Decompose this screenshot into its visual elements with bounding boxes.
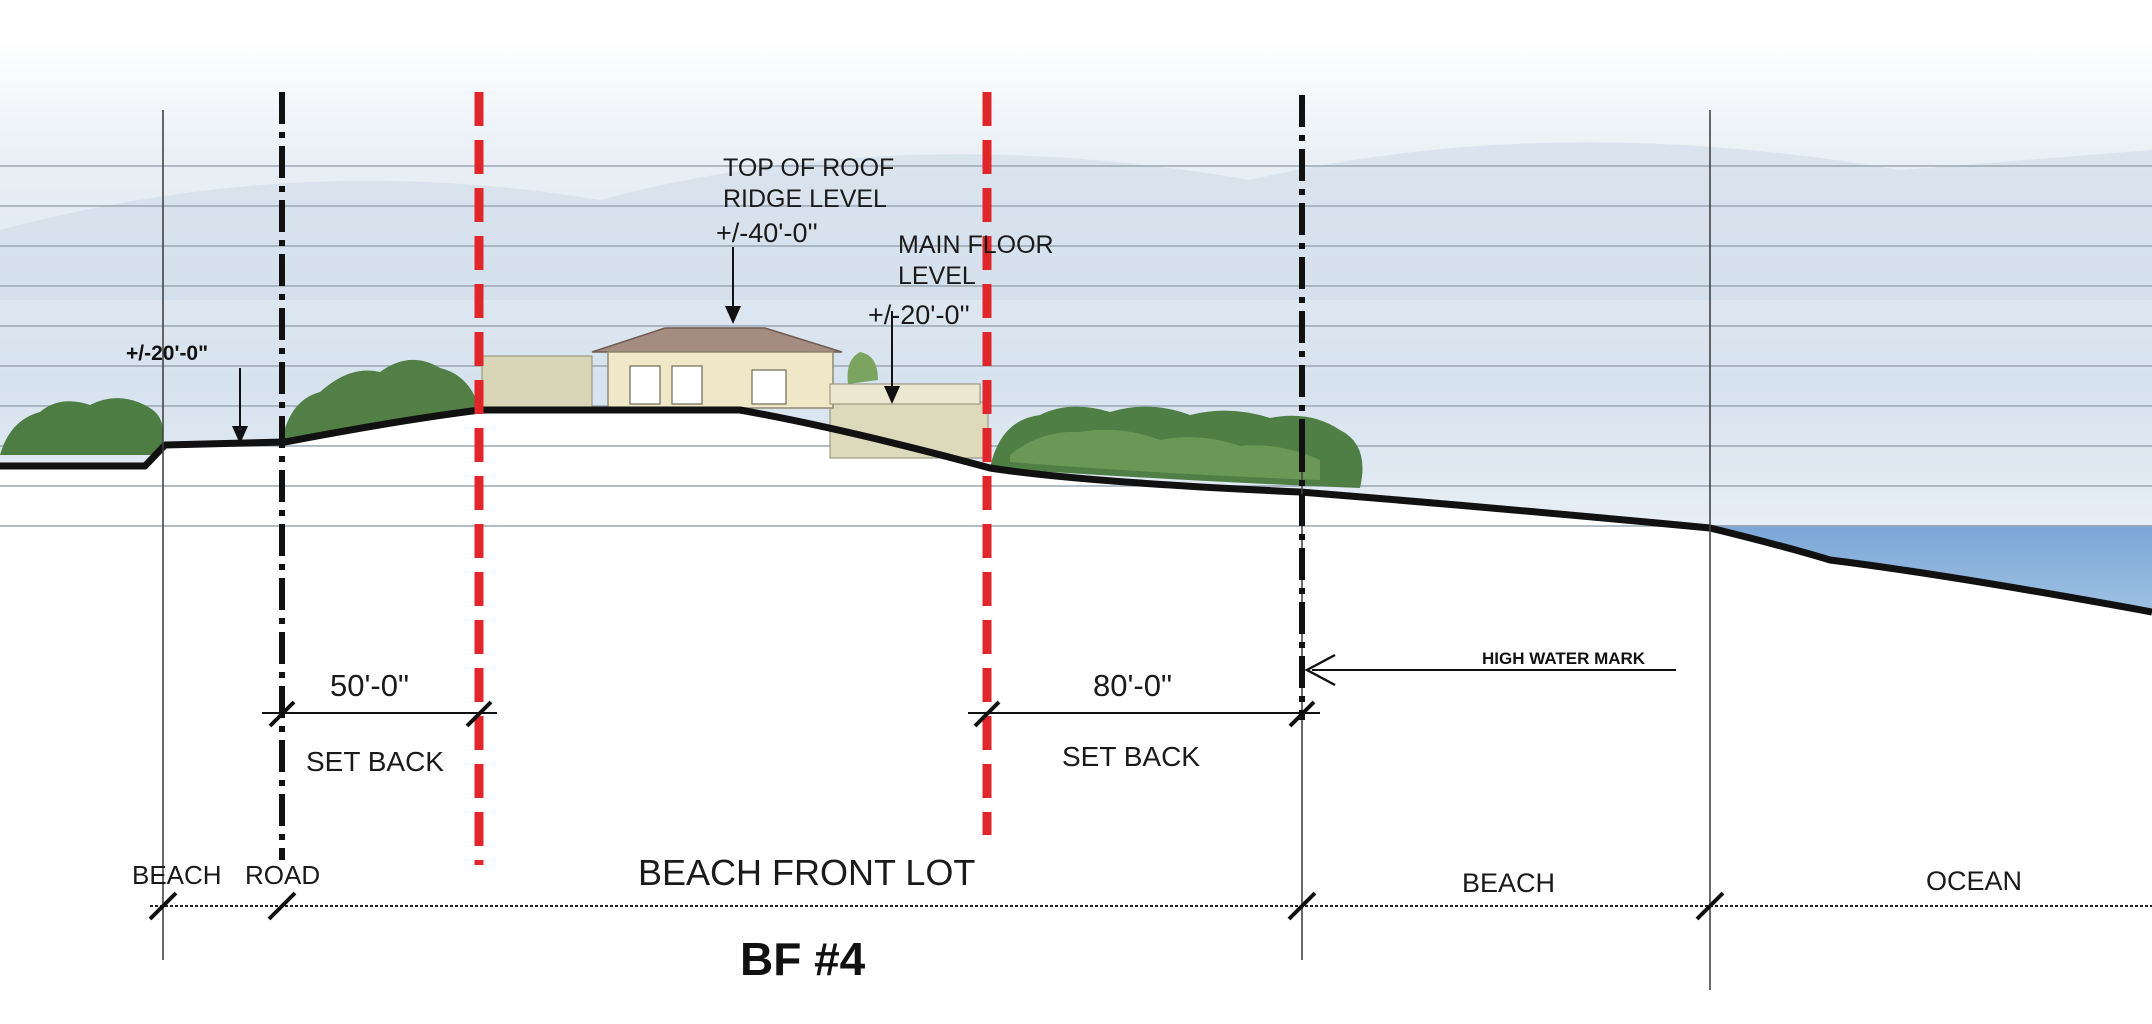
drawing-title: BF #4 bbox=[740, 933, 866, 985]
dimension-ticks bbox=[268, 700, 1316, 728]
floor-label-line2: LEVEL bbox=[898, 262, 976, 290]
floor-label-line1: MAIN FLOOR bbox=[898, 231, 1054, 259]
setback-lines bbox=[474, 92, 992, 865]
floor-elevation: +/-20'-0'' bbox=[868, 300, 970, 330]
right-setback-label: SET BACK bbox=[1062, 741, 1200, 772]
roof-label-line1: TOP OF ROOF bbox=[723, 154, 894, 182]
retaining-wall-left bbox=[481, 355, 593, 411]
distant-hills bbox=[0, 142, 2152, 300]
roof-elevation: +/-40'-0'' bbox=[716, 218, 818, 248]
zone-label-beach-2: BEACH bbox=[1462, 868, 1555, 898]
high-water-mark-label: HIGH WATER MARK bbox=[1482, 649, 1646, 668]
deck-rail bbox=[829, 383, 981, 405]
tree-by-house bbox=[847, 352, 878, 384]
shrubs-right-highlight bbox=[1010, 429, 1320, 480]
shrubs-road bbox=[282, 359, 480, 440]
house bbox=[481, 327, 989, 459]
annotation-arrowheads bbox=[232, 306, 900, 444]
high-water-arrowhead bbox=[1304, 653, 1336, 687]
zone-label-road: ROAD bbox=[245, 860, 320, 890]
zone-label-beach: BEACH bbox=[132, 860, 222, 890]
zone-ticks bbox=[148, 891, 1725, 921]
shrubs-left bbox=[0, 398, 164, 455]
house-windows bbox=[629, 365, 787, 405]
zone-label-beach-front-lot: BEACH FRONT LOT bbox=[638, 852, 975, 893]
ground-fill bbox=[0, 410, 2152, 1024]
roof-label-line2: RIDGE LEVEL bbox=[723, 185, 887, 213]
left-setback-value: 50'-0" bbox=[330, 668, 409, 703]
zone-label-ocean: OCEAN bbox=[1926, 866, 2022, 896]
vegetation bbox=[0, 359, 1363, 488]
left-setback-label: SET BACK bbox=[306, 746, 444, 777]
property-lines bbox=[279, 92, 1305, 860]
road-elevation: +/-20'-0" bbox=[126, 342, 208, 365]
right-setback-value: 80'-0" bbox=[1093, 668, 1172, 703]
